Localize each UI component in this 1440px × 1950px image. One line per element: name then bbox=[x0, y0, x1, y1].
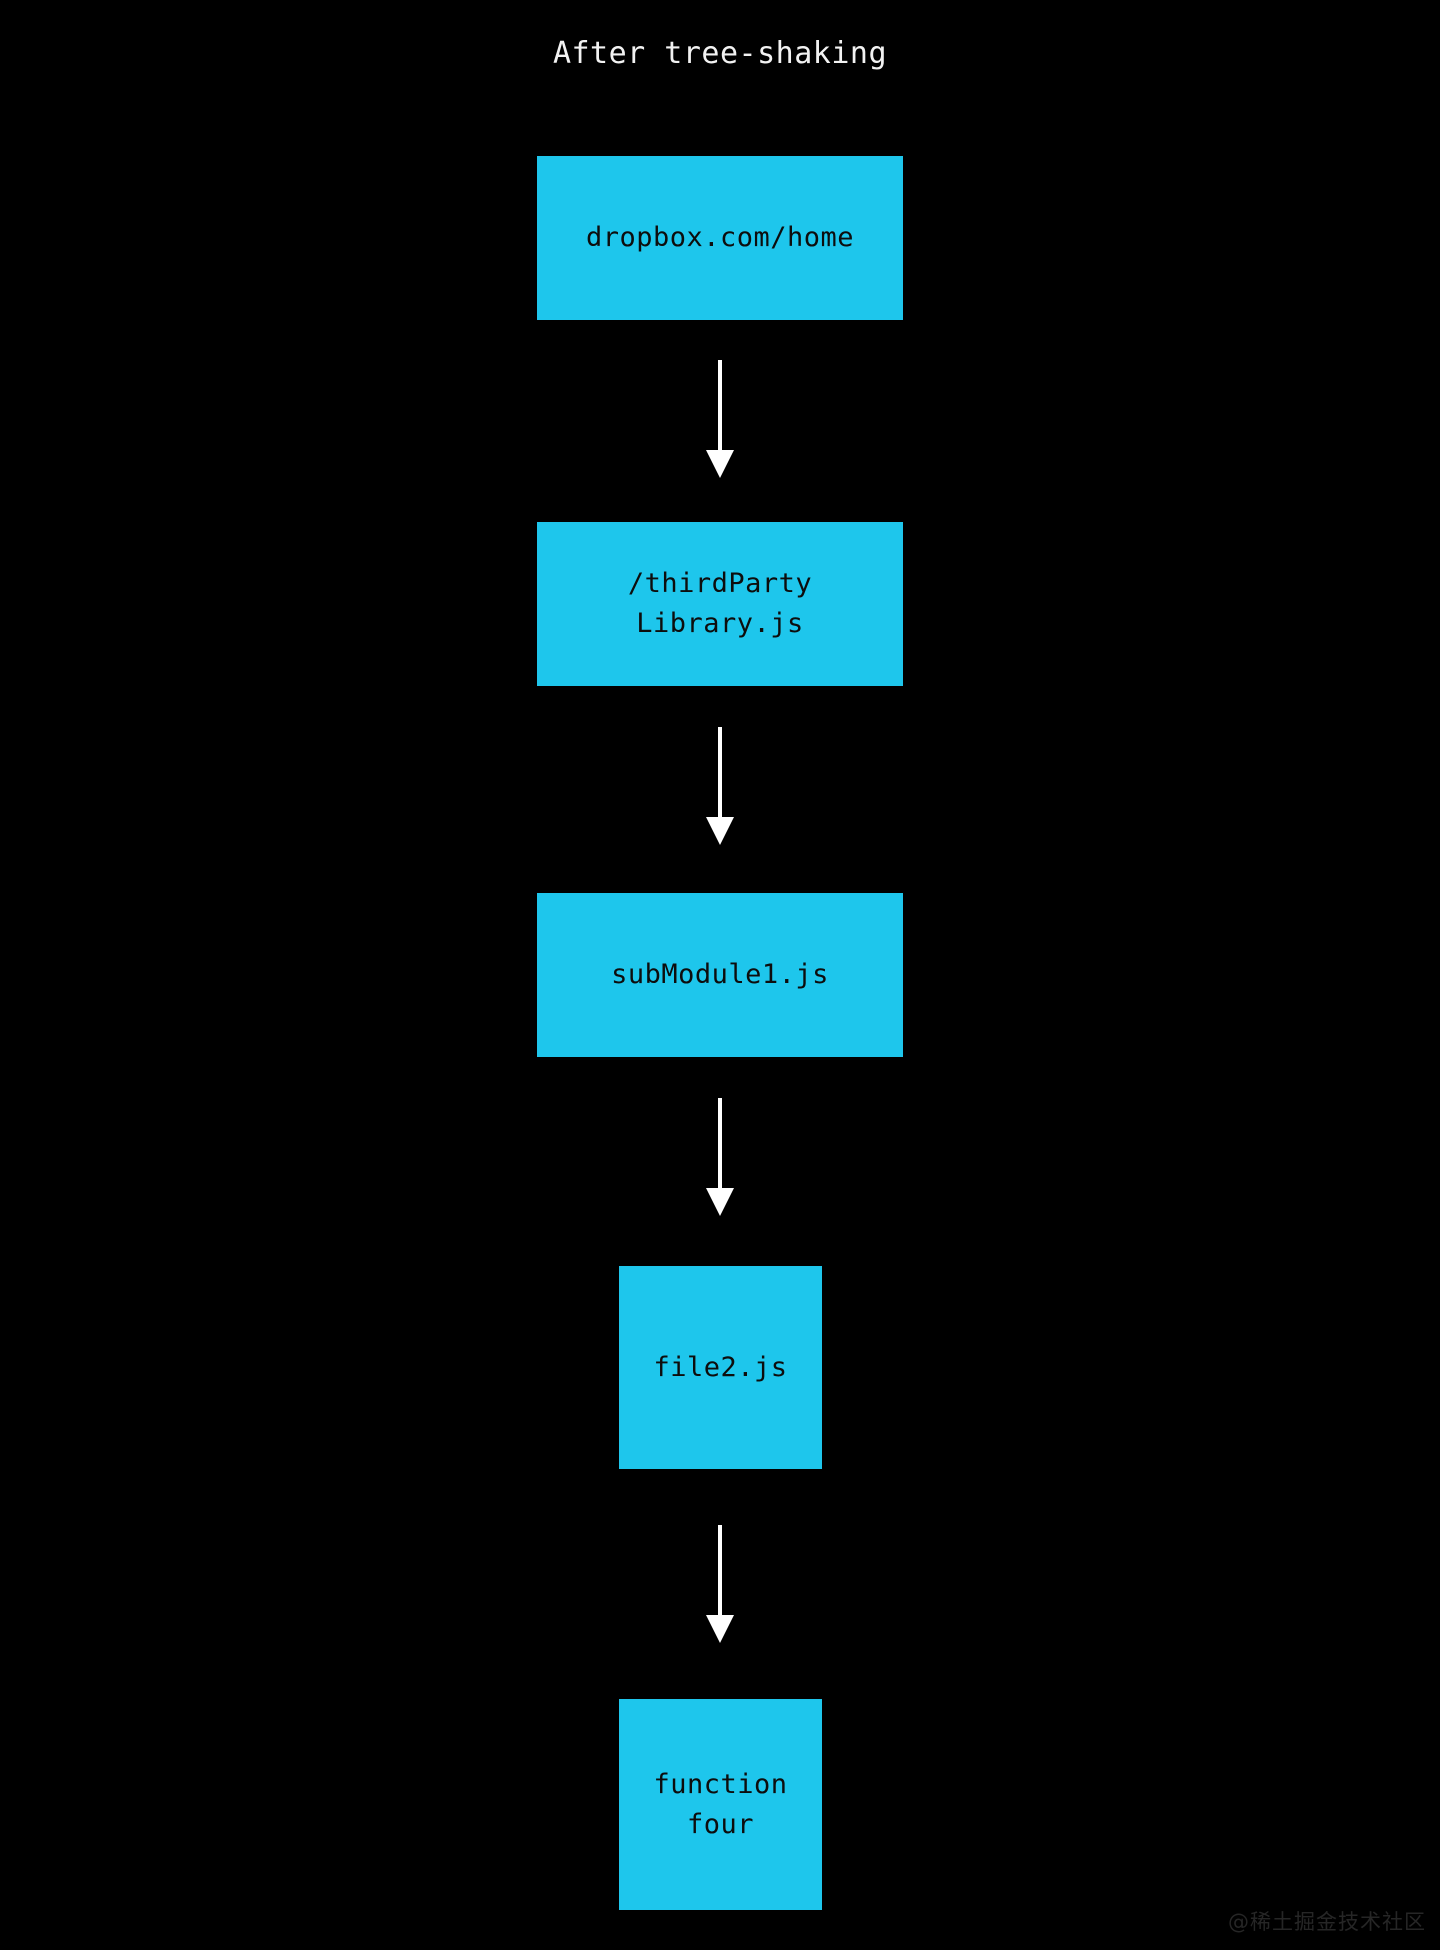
node-label: function four bbox=[653, 1768, 788, 1840]
page-title: After tree-shaking bbox=[552, 36, 888, 71]
node-dropbox-home[interactable]: dropbox.com/home bbox=[537, 156, 903, 320]
node-file2[interactable]: file2.js bbox=[619, 1266, 822, 1469]
node-function-four[interactable]: function four bbox=[619, 1699, 822, 1910]
node-label: subModule1.js bbox=[611, 959, 829, 990]
edge-arrow-2 bbox=[706, 727, 734, 845]
node-label: dropbox.com/home bbox=[585, 222, 855, 253]
node-label: file2.js bbox=[653, 1351, 788, 1383]
node-submodule1[interactable]: subModule1.js bbox=[537, 893, 903, 1057]
edge-arrow-1 bbox=[706, 360, 734, 478]
node-thirdparty-library[interactable]: /thirdParty Library.js bbox=[537, 522, 903, 686]
edge-arrow-4 bbox=[706, 1525, 734, 1643]
node-label: /thirdParty Library.js bbox=[627, 568, 813, 639]
watermark: @稀土掘金技术社区 bbox=[1228, 1910, 1426, 1934]
edge-arrow-3 bbox=[706, 1098, 734, 1216]
